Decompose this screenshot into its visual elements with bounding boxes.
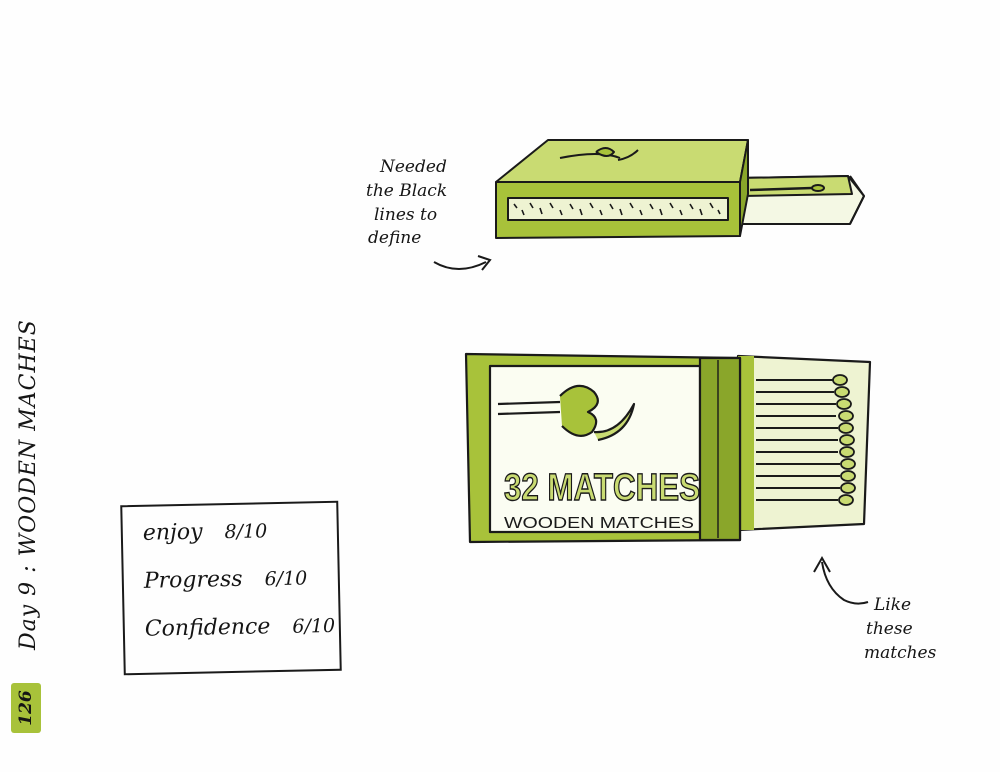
note-line: define [368, 228, 422, 249]
rating-score: 6/10 [292, 614, 336, 638]
bottom-matchbox-drawing [464, 352, 872, 544]
note-line: matches [864, 642, 937, 663]
note-line: these [866, 618, 913, 639]
top-annotation: Needed the Black lines to define [366, 156, 447, 251]
rating-score: 6/10 [264, 567, 308, 591]
rating-label: Confidence [144, 614, 271, 642]
top-matchbox-drawing [495, 139, 865, 239]
note-line: Like [874, 595, 912, 615]
rating-score: 8/10 [224, 520, 268, 544]
page-number-badge: 126 [11, 683, 41, 733]
rating-row-enjoy: enjoy 8/10 [143, 518, 268, 546]
note-line: Needed [380, 157, 447, 177]
top-note-arrow [433, 261, 487, 270]
rating-row-progress: Progress 6/10 [143, 565, 308, 594]
note-line: the Black [366, 180, 448, 201]
rating-row-confidence: Confidence 6/10 [145, 613, 336, 642]
bottom-annotation: Like these matches [864, 594, 936, 665]
bottom-note-arrow [821, 561, 869, 605]
rating-label: enjoy [142, 519, 203, 546]
rating-box: enjoy 8/10 Progress 6/10 Confidence 6/10 [120, 500, 342, 676]
box-sub-label: WOODEN MATCHES [504, 515, 694, 532]
box-count-label: 32 MATCHES [504, 467, 700, 509]
rating-label: Progress [143, 566, 243, 594]
note-line: lines to [374, 204, 438, 225]
